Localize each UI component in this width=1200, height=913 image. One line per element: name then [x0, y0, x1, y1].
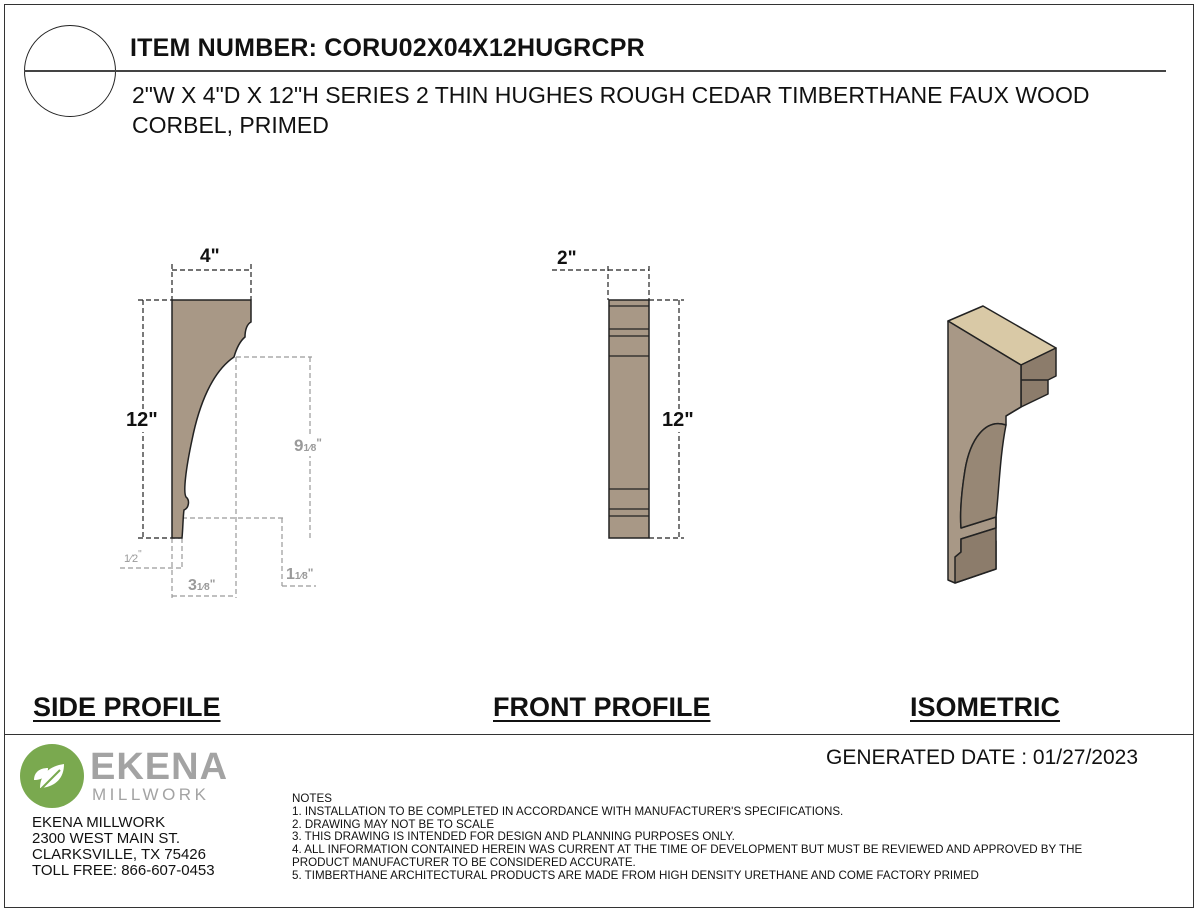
front-height-dim: 12"	[662, 409, 694, 432]
side-base-offset-frac: 1⁄2	[124, 553, 139, 565]
side-profile-label: SIDE PROFILE	[33, 692, 221, 722]
note-item: 4. ALL INFORMATION CONTAINED HEREIN WAS …	[292, 843, 1083, 857]
side-curve-height-unit: "	[316, 436, 322, 450]
side-base-width-frac: 1⁄8	[196, 582, 210, 593]
isometric-view	[947, 305, 1057, 584]
front-profile-label: FRONT PROFILE	[493, 692, 711, 722]
side-base-offset-unit: "	[138, 549, 142, 560]
side-height-dim: 12"	[126, 409, 158, 432]
side-base-height-frac: 1⁄8	[294, 571, 308, 582]
address-line: TOLL FREE: 866-607-0453	[32, 862, 215, 879]
address-line: CLARKSVILLE, TX 75426	[32, 846, 206, 863]
address-line: 2300 WEST MAIN ST.	[32, 830, 181, 847]
side-base-height-whole: 1	[286, 566, 295, 583]
front-profile-view	[552, 266, 684, 539]
note-item: 1. INSTALLATION TO BE COMPLETED IN ACCOR…	[292, 804, 844, 818]
side-curve-height-frac: 1⁄8	[303, 443, 317, 454]
note-item: 5. TIMBERTHANE ARCHITECTURAL PRODUCTS AR…	[292, 868, 979, 882]
note-item: 2. DRAWING MAY NOT BE TO SCALE	[292, 817, 495, 831]
drawing-sheet	[4, 4, 1194, 908]
notes-block: NOTES 1. INSTALLATION TO BE COMPLETED IN…	[292, 792, 1172, 883]
note-item: PRODUCT MANUFACTURER TO BE CONSIDERED AC…	[292, 855, 636, 869]
side-base-width-unit: "	[209, 577, 216, 591]
ekena-leaf-logo-icon	[20, 744, 84, 808]
address-line: EKENA MILLWORK	[32, 814, 166, 831]
company-address: EKENA MILLWORK 2300 WEST MAIN ST. CLARKS…	[32, 815, 215, 879]
front-width-dim: 2"	[557, 248, 577, 269]
title-divider	[24, 70, 1166, 72]
isometric-label: ISOMETRIC	[910, 692, 1061, 722]
side-curve-height-dim: 91⁄8"	[294, 436, 322, 456]
side-base-offset-dim: 1⁄2"	[124, 549, 142, 567]
notes-title: NOTES	[292, 792, 332, 805]
product-description: 2"W X 4"D X 12"H SERIES 2 THIN HUGHES RO…	[132, 82, 1090, 138]
side-curve-height-whole: 9	[294, 436, 304, 455]
side-width-dim: 4"	[200, 246, 220, 267]
side-base-height-dim: 11⁄8"	[286, 566, 313, 584]
side-base-width-whole: 3	[188, 577, 197, 594]
brand-name: EKENA	[90, 746, 229, 788]
footer-divider	[4, 734, 1194, 735]
side-base-height-unit: "	[307, 566, 314, 580]
side-base-width-dim: 31⁄8"	[188, 577, 216, 595]
generated-date: GENERATED DATE : 01/27/2023	[826, 746, 1139, 769]
note-item: 3. THIS DRAWING IS INTENDED FOR DESIGN A…	[292, 830, 735, 844]
item-number: ITEM NUMBER: CORU02X04X12HUGRCPR	[130, 34, 645, 62]
brand-subtitle: MILLWORK	[92, 785, 210, 804]
